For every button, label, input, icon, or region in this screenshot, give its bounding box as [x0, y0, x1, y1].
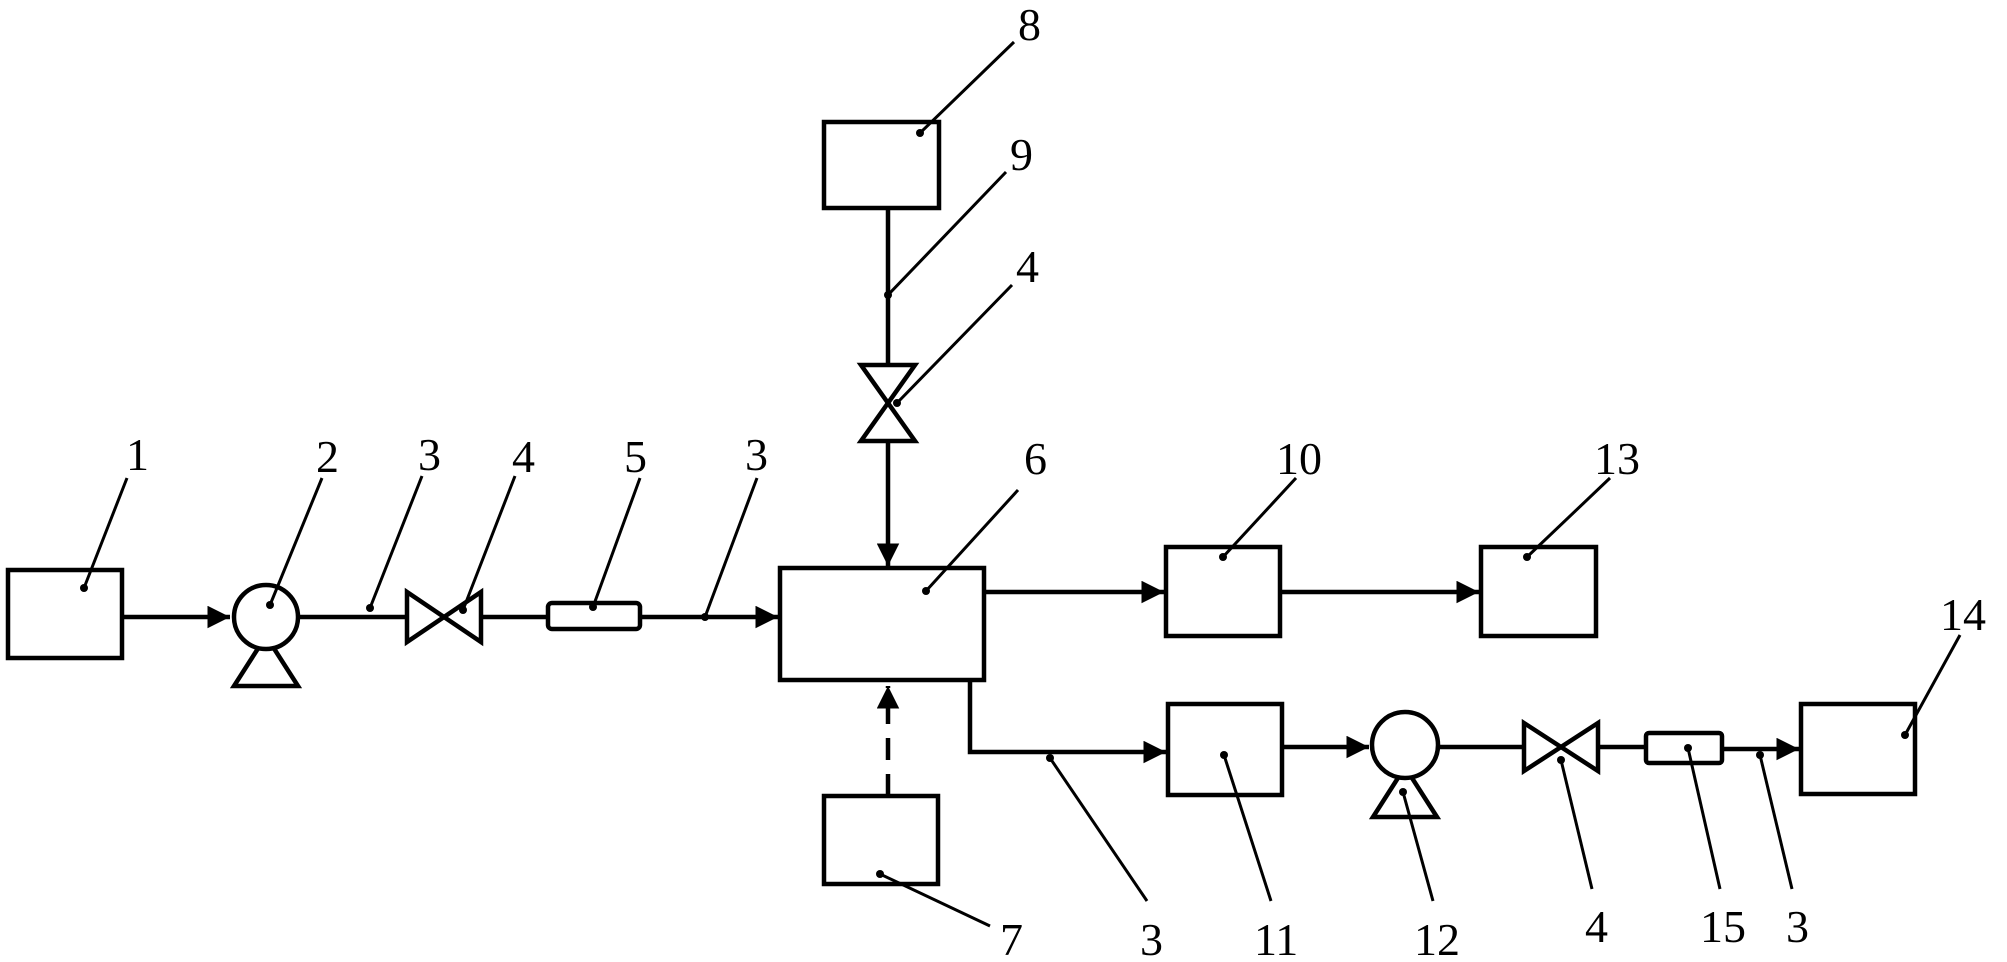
- pipe-6-to-11: [967, 680, 1166, 764]
- unit-10-box: [1163, 544, 1283, 639]
- unit-7-box: [821, 793, 941, 887]
- label-4-outlet: 4: [1585, 901, 1608, 952]
- unit-11-box: [1165, 701, 1285, 798]
- unit-1-box: [5, 567, 125, 661]
- label-3-inlet-a: 3: [418, 429, 441, 480]
- label-14: 14: [1940, 589, 1986, 640]
- unit-13-box: [1478, 544, 1599, 639]
- label-9: 9: [1010, 129, 1033, 180]
- unit-6-box: [777, 565, 987, 683]
- label-4-inlet: 4: [512, 431, 535, 482]
- label-8: 8: [1018, 0, 1041, 50]
- label-12: 12: [1414, 914, 1460, 962]
- label-4-vertical: 4: [1016, 241, 1039, 292]
- label-6: 6: [1024, 433, 1047, 484]
- label-3-outlet-a: 3: [1140, 914, 1163, 962]
- unit-14-box: [1798, 701, 1918, 797]
- label-10: 10: [1276, 433, 1322, 484]
- leader-lines: [80, 40, 1962, 928]
- label-1: 1: [126, 429, 149, 480]
- label-3-outlet-b: 3: [1786, 901, 1809, 952]
- valve-4-vertical: [856, 362, 920, 444]
- label-2: 2: [316, 431, 339, 482]
- label-7: 7: [1000, 914, 1023, 962]
- valve-4-inlet: [404, 587, 484, 647]
- label-5: 5: [624, 431, 647, 482]
- label-15: 15: [1700, 901, 1746, 952]
- label-11: 11: [1254, 914, 1298, 962]
- label-13: 13: [1594, 433, 1640, 484]
- label-3-inlet-b: 3: [745, 429, 768, 480]
- pump-2: [229, 582, 303, 689]
